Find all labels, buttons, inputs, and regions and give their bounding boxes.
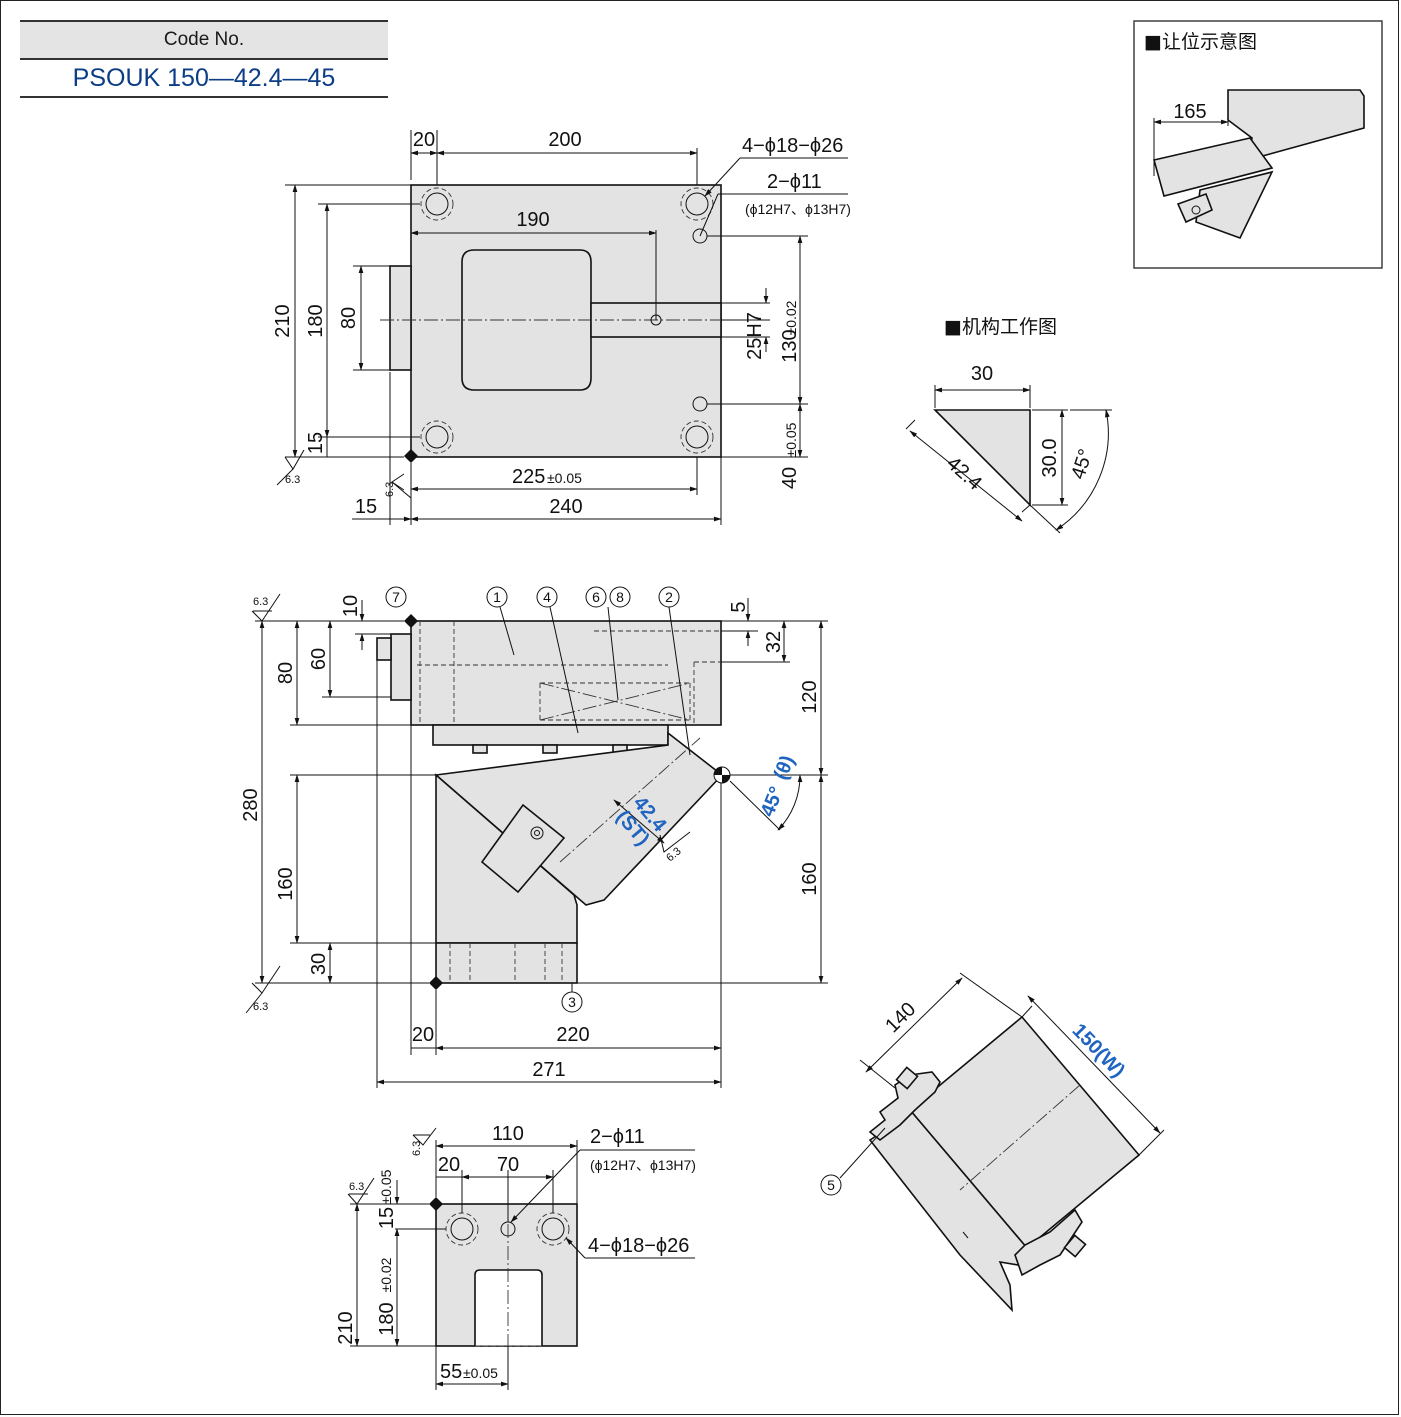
- dim-front-120: 120: [799, 680, 821, 713]
- surface-mark-3: 6.3: [253, 596, 268, 608]
- balloons: 7 1 4 6 8 2 3: [385, 586, 691, 1013]
- dim-top-200: 200: [548, 129, 581, 151]
- mech-dim-30-0: 30.0: [1039, 439, 1061, 478]
- dim-side-180: 180: [376, 1302, 398, 1335]
- top-pocket: [461, 249, 592, 391]
- mechanism-diagram: ■机构工作图 30 30.0 42.4 45°: [905, 316, 1112, 534]
- dim-top-15b: 15: [355, 496, 377, 518]
- clearance-title: ■让位示意图: [1144, 31, 1257, 53]
- dim-side-55: 55: [440, 1361, 462, 1383]
- top-callout-small-holes: 2−ϕ11: [767, 171, 822, 193]
- top-view: 20 200 190 210 180 80 15 6.3 225 ±0.05 2…: [272, 129, 851, 525]
- front-base-block: [435, 942, 578, 984]
- side-view: 110 20 70 6.3 6.3 210 15 ±0.05 180 ±0.02…: [335, 1123, 696, 1390]
- front-upper-plate: [410, 620, 722, 726]
- dim-top-210: 210: [272, 304, 294, 337]
- dim-top-40: 40: [779, 467, 801, 489]
- dim-side-55-tol: ±0.05: [463, 1365, 498, 1381]
- dim-front-20: 20: [412, 1024, 434, 1046]
- top-side-tab: [389, 265, 412, 371]
- surface-mark-7: 6.3: [349, 1181, 364, 1193]
- svg-text:1: 1: [493, 589, 501, 605]
- front-lever: [480, 803, 566, 894]
- svg-text:3: 3: [568, 994, 576, 1010]
- iso-dim-140: 140: [881, 998, 920, 1037]
- front-angle-theta: (θ): [770, 752, 799, 783]
- dim-front-160-right: 160: [799, 862, 821, 895]
- dim-top-20: 20: [413, 129, 435, 151]
- clearance-sketch: ■让位示意图 165: [1133, 20, 1383, 269]
- surface-mark-2: 6.3: [384, 482, 396, 497]
- front-angle-45: 45°: [757, 784, 789, 820]
- mech-dim-42-4: 42.4: [942, 452, 986, 494]
- dim-front-80: 80: [275, 662, 297, 684]
- surface-mark-1: 6.3: [285, 474, 300, 486]
- code-number-header: Code No.: [20, 20, 388, 60]
- dim-front-220: 220: [556, 1024, 589, 1046]
- dim-side-15-tol: ±0.05: [378, 1169, 394, 1204]
- dim-top-240: 240: [549, 496, 582, 518]
- mech-angle-45: 45°: [1067, 446, 1097, 482]
- dim-top-80: 80: [338, 307, 360, 329]
- top-callout-large-holes: 4−ϕ18−ϕ26: [742, 135, 843, 157]
- code-number-box: Code No. PSOUK 150—42.4—45: [20, 20, 388, 98]
- dim-top-130: 130: [779, 329, 801, 362]
- clearance-dim-165: 165: [1173, 101, 1206, 123]
- dim-front-280: 280: [240, 788, 262, 821]
- surface-mark-4: 6.3: [253, 1001, 268, 1013]
- dim-top-130-tol: ±0.02: [783, 300, 799, 335]
- dim-front-160-left: 160: [275, 867, 297, 900]
- side-callout-small-holes-fit: (ϕ12H7、ϕ13H7): [590, 1157, 696, 1173]
- surface-mark-5: 6.3: [664, 845, 683, 864]
- svg-text:6: 6: [592, 589, 600, 605]
- dim-side-70: 70: [497, 1154, 519, 1176]
- dim-side-210: 210: [335, 1311, 357, 1344]
- dim-front-271: 271: [532, 1059, 565, 1081]
- dim-top-180: 180: [305, 304, 327, 337]
- dim-front-10: 10: [340, 595, 362, 617]
- dim-front-30: 30: [308, 953, 330, 975]
- surface-mark-6: 6.3: [411, 1141, 423, 1156]
- dim-front-5: 5: [728, 601, 750, 612]
- side-callout-large-holes: 4−ϕ18−ϕ26: [588, 1235, 689, 1257]
- dim-top-225-tol: ±0.05: [547, 470, 582, 486]
- dim-top-15: 15: [305, 432, 327, 454]
- svg-text:7: 7: [392, 589, 400, 605]
- dim-side-110: 110: [492, 1123, 524, 1145]
- code-number-value: PSOUK 150—42.4—45: [20, 60, 388, 98]
- side-callout-small-holes: 2−ϕ11: [590, 1126, 645, 1148]
- svg-text:4: 4: [543, 589, 551, 605]
- isometric-view: 150(W) 140 5: [820, 972, 1165, 1313]
- dim-top-225: 225: [512, 466, 545, 488]
- dim-top-40-tol: ±0.05: [783, 422, 799, 457]
- iso-dim-150w: 150(W): [1068, 1020, 1129, 1082]
- mech-dim-30: 30: [971, 363, 993, 385]
- dim-top-25h7: 25H7: [744, 312, 766, 360]
- top-callout-small-holes-fit: (ϕ12H7、ϕ13H7): [745, 201, 851, 217]
- svg-text:8: 8: [616, 589, 624, 605]
- front-view: 7 1 4 6 8 2 3 6.3 280 6.3 80 60 10 160 3…: [240, 586, 828, 1088]
- svg-text:5: 5: [827, 1177, 835, 1193]
- mechanism-title: ■机构工作图: [944, 316, 1057, 338]
- dim-top-190: 190: [516, 209, 549, 231]
- svg-text:2: 2: [665, 589, 673, 605]
- dim-front-60: 60: [308, 648, 330, 670]
- front-slide-rail: [432, 724, 669, 746]
- dim-side-15: 15: [376, 1207, 398, 1229]
- dim-side-20: 20: [438, 1154, 460, 1176]
- dim-front-32: 32: [763, 631, 785, 653]
- front-side-block: [390, 633, 412, 701]
- top-counterbore-holes: [420, 187, 714, 454]
- dim-side-180-tol: ±0.02: [378, 1257, 394, 1292]
